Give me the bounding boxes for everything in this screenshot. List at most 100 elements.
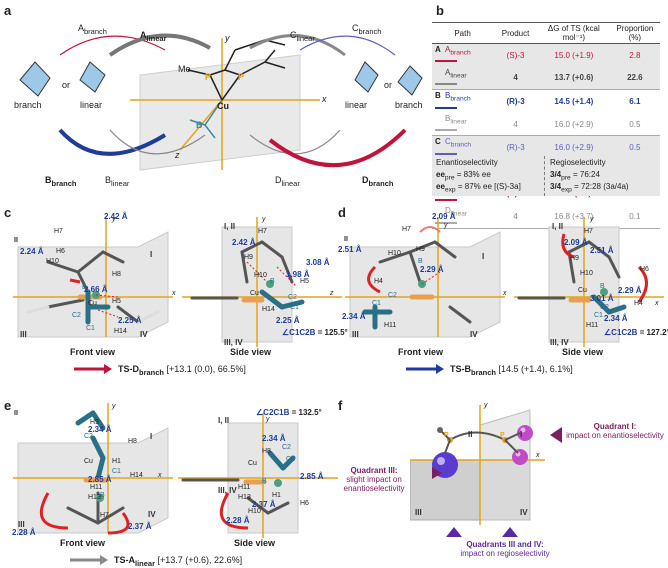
d-side-quad-i-ii: I, II bbox=[552, 222, 564, 231]
cell-product: 4 bbox=[513, 119, 518, 129]
ee-predicted: eepre = 83% ee bbox=[436, 170, 491, 182]
d-side-dist-3: 2.29 Å bbox=[618, 286, 642, 295]
d-front-atom-h9: H9 bbox=[416, 246, 425, 253]
methyl-label: Me bbox=[178, 64, 191, 74]
c-side-axis-z: z bbox=[330, 290, 334, 297]
alkene-branch-left: branch bbox=[14, 100, 42, 110]
e-front-view-label: Front view bbox=[60, 538, 106, 548]
d-front-quad-i: I bbox=[482, 252, 485, 261]
alkene-linear-right: linear bbox=[345, 100, 368, 110]
d-side-atom-cu: Cu bbox=[578, 287, 587, 294]
e-front-atom-c1: C1 bbox=[112, 468, 121, 475]
c-front-axis-x: x bbox=[172, 290, 176, 297]
c-side-dist-2: 1.98 Å bbox=[286, 270, 310, 279]
d-front-dist-4: 2.34 Å bbox=[342, 312, 366, 321]
panel-d-front-structure bbox=[345, 217, 505, 338]
c-front-dist-1: 2.42 Å bbox=[104, 212, 128, 221]
c-side-atom-c1: C1 bbox=[290, 304, 299, 311]
f-p2: P bbox=[500, 432, 505, 439]
cell-proportion: 0.5 bbox=[629, 119, 641, 129]
c-front-dist-4: 2.25 Å bbox=[118, 316, 142, 325]
c-ts-arrow bbox=[74, 364, 112, 374]
cell-dg: 15.0 (+1.9) bbox=[554, 50, 594, 60]
panel-label-f: f bbox=[338, 398, 343, 413]
e-side-dist-4: 2.37 Å bbox=[252, 500, 276, 509]
cell-path: Dlinear bbox=[432, 205, 493, 228]
e-front-quad-iv: IV bbox=[148, 510, 156, 519]
cell-proportion: 2.8 bbox=[629, 50, 641, 60]
f-q1-note: Quadrant I: impact on enantioselectivity bbox=[566, 422, 664, 440]
e-front-atom-h9: H9 bbox=[90, 419, 99, 426]
d-side-atom-h4: H4 bbox=[634, 300, 643, 307]
c-front-atom-h6: H6 bbox=[56, 248, 65, 255]
path-b-branch-label: Bbranch bbox=[45, 175, 77, 188]
cell-product: (R)-3 bbox=[506, 96, 525, 106]
c-side-atom-h7: H7 bbox=[258, 228, 267, 235]
d-side-atom-h10: H10 bbox=[580, 270, 593, 277]
path-a-linear-label: Alinear bbox=[140, 30, 167, 43]
cell-product: (S)-3 bbox=[506, 50, 525, 60]
or-left: or bbox=[62, 80, 71, 90]
c-side-dist-1: 2.42 Å bbox=[232, 238, 256, 247]
d-front-atom-c2: C2 bbox=[388, 292, 397, 299]
f-quad-iv: IV bbox=[520, 508, 528, 517]
e-side-atom-b: B bbox=[262, 478, 267, 485]
q3-bottom-marker bbox=[446, 527, 462, 537]
pathway-energy-table: Path Product ΔG of TS (kcal mol⁻¹) Propo… bbox=[432, 22, 660, 229]
d-side-atom-c1: C1 bbox=[594, 312, 603, 319]
cell-product: 4 bbox=[513, 211, 518, 221]
e-front-quad-iii: III bbox=[18, 520, 25, 529]
z-axis-label: z bbox=[175, 150, 180, 160]
d-front-view-label: Front view bbox=[398, 347, 444, 357]
d-front-dist-3: 2.29 Å bbox=[420, 265, 444, 274]
e-front-axis-y: y bbox=[112, 403, 116, 410]
c-front-quad-i: I bbox=[150, 250, 153, 259]
col-path: Path bbox=[454, 28, 471, 38]
d-side-atom-h6: H6 bbox=[640, 266, 649, 273]
alkene-branch-right: branch bbox=[395, 100, 423, 110]
divider bbox=[544, 156, 546, 196]
d-front-atom-h7: H7 bbox=[402, 226, 411, 233]
e-side-view-label: Side view bbox=[234, 538, 276, 548]
d-side-angle: ∠C1C2B = 127.2° bbox=[604, 328, 668, 337]
q3-marker bbox=[432, 467, 442, 479]
d-front-atom-b: B bbox=[418, 258, 423, 265]
panel-f-quadrant-model bbox=[410, 405, 562, 537]
c-ts-label: TS-Dbranch [+13.1 (0.0), 66.5%] bbox=[118, 364, 246, 377]
d-side-atom-h7: H7 bbox=[584, 228, 593, 235]
d-front-atom-ii: II bbox=[344, 236, 348, 243]
panel-c-side-structure bbox=[182, 217, 342, 347]
c-side-atom-h14: H14 bbox=[262, 306, 275, 313]
panel-a-scheme bbox=[19, 33, 423, 171]
c-front-view-label: Front view bbox=[70, 347, 116, 357]
e-side-atom-h10: H10 bbox=[248, 508, 261, 515]
cell-dg: 13.7 (+0.6) bbox=[554, 73, 594, 83]
e-front-atom-h11: H11 bbox=[90, 484, 103, 491]
path-d-linear-label: Dlinear bbox=[275, 175, 300, 188]
e-front-quad-i: I bbox=[150, 432, 153, 441]
c-front-atom-ii: II bbox=[14, 237, 18, 244]
c-side-dist-3: 3.08 Å bbox=[306, 258, 330, 267]
d-front-quad-iii: III bbox=[352, 330, 359, 339]
selectivity-summary: Enantioselectivity eepre = 83% ee eeexp … bbox=[432, 156, 660, 196]
e-side-atom-h6: H6 bbox=[300, 500, 309, 507]
d-front-dist-2: 2.51 Å bbox=[338, 245, 362, 254]
c-side-axis-y: y bbox=[262, 216, 266, 223]
e-side-axis-y: y bbox=[266, 416, 270, 423]
e-front-atom-c2: C2 bbox=[84, 433, 93, 440]
e-side-atom-h11: H11 bbox=[238, 484, 251, 491]
e-side-atom-c2: C2 bbox=[282, 444, 291, 451]
panel-label-e: e bbox=[4, 398, 12, 413]
c-front-atom-h14: H14 bbox=[114, 328, 127, 335]
d-side-atom-h11: H11 bbox=[586, 322, 599, 329]
d-side-dist-5: 2.34 Å bbox=[604, 314, 628, 323]
panel-label-c: c bbox=[4, 205, 12, 220]
panel-e-side-structure bbox=[178, 413, 338, 538]
e-side-atom-c1: C1 bbox=[286, 456, 295, 463]
e-side-atom-cu: Cu bbox=[248, 460, 257, 467]
e-side-angle: ∠C2C1B = 132.5° bbox=[256, 408, 322, 417]
